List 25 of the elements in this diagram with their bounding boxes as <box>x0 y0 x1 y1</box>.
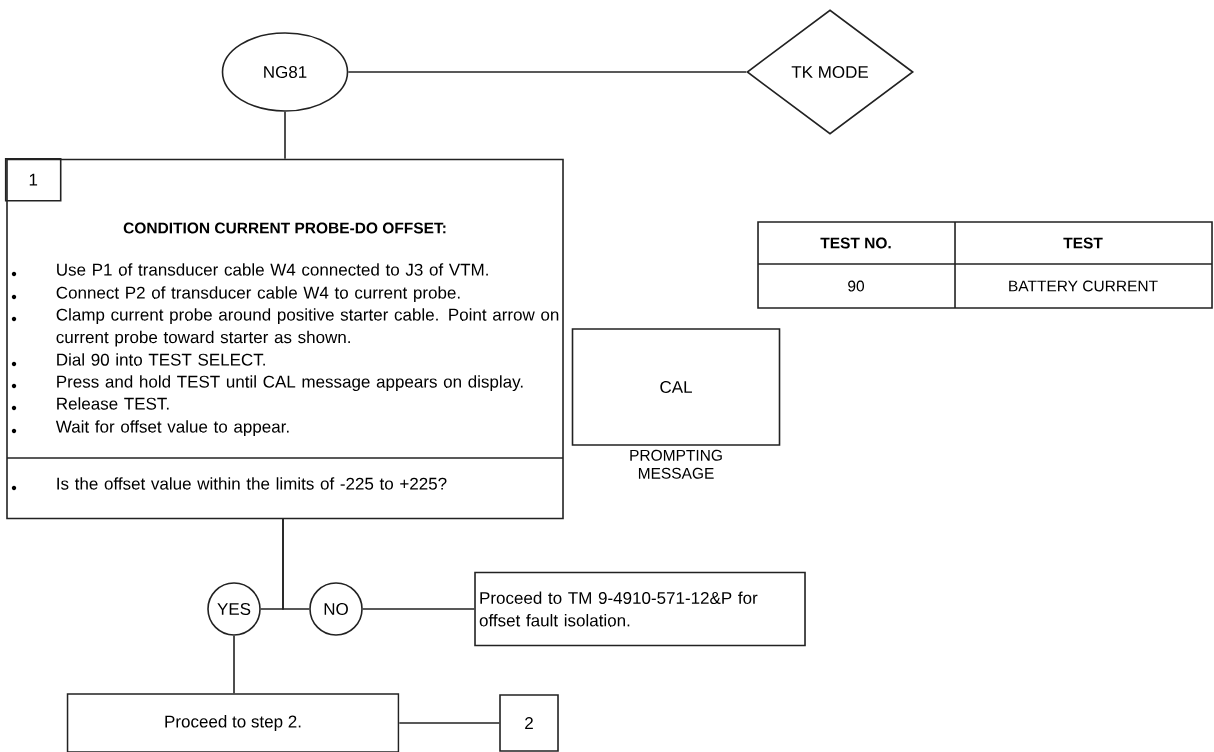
step-number-box: 2 <box>499 694 559 752</box>
connector-line <box>284 111 286 160</box>
display-box: CAL <box>571 328 781 446</box>
bullet-text: Wait for offset value to appear. <box>55 420 289 437</box>
step-number-box: 1 <box>4 157 62 202</box>
caption-text: PROMPTING MESSAGE <box>630 449 722 479</box>
connector-line <box>398 722 500 724</box>
bullet-text: Is the offset value within the limits of -225 to +225? <box>57 477 447 490</box>
table-cell-text: TEST NO. <box>820 237 891 249</box>
bullet-text: Release TEST. <box>57 397 169 410</box>
table-cell-text: 90 <box>848 280 865 292</box>
bullet-text: Use P1 of transducer cable W4 connected to J3 of VTM. <box>57 263 488 276</box>
connector-line <box>282 518 310 610</box>
connector-line <box>347 71 747 73</box>
table-cell-text: BATTERY CURRENT <box>1009 280 1158 292</box>
step-heading: CONDITION CURRENT PROBE-DO OFFSET: <box>123 222 446 234</box>
bullet-text: Press and hold TEST until CAL message appears on display. <box>57 375 523 392</box>
result-box: Proceed to TM 9-4910-571-12&P for offset fault isolation. <box>474 571 806 647</box>
bullet-text: Dial 90 into TEST SELECT. <box>57 353 265 366</box>
bullet-text: Connect P2 of transducer cable W4 to current probe. <box>56 286 460 303</box>
connector-line <box>233 635 235 694</box>
connector-line <box>362 608 475 610</box>
action-box: Proceed to step 2. <box>66 693 400 752</box>
bullet-text: Clamp current probe around positive starter cable. Point arrow on current probe toward starter as shown. <box>56 308 559 347</box>
table-cell-text: TEST <box>1063 237 1103 249</box>
